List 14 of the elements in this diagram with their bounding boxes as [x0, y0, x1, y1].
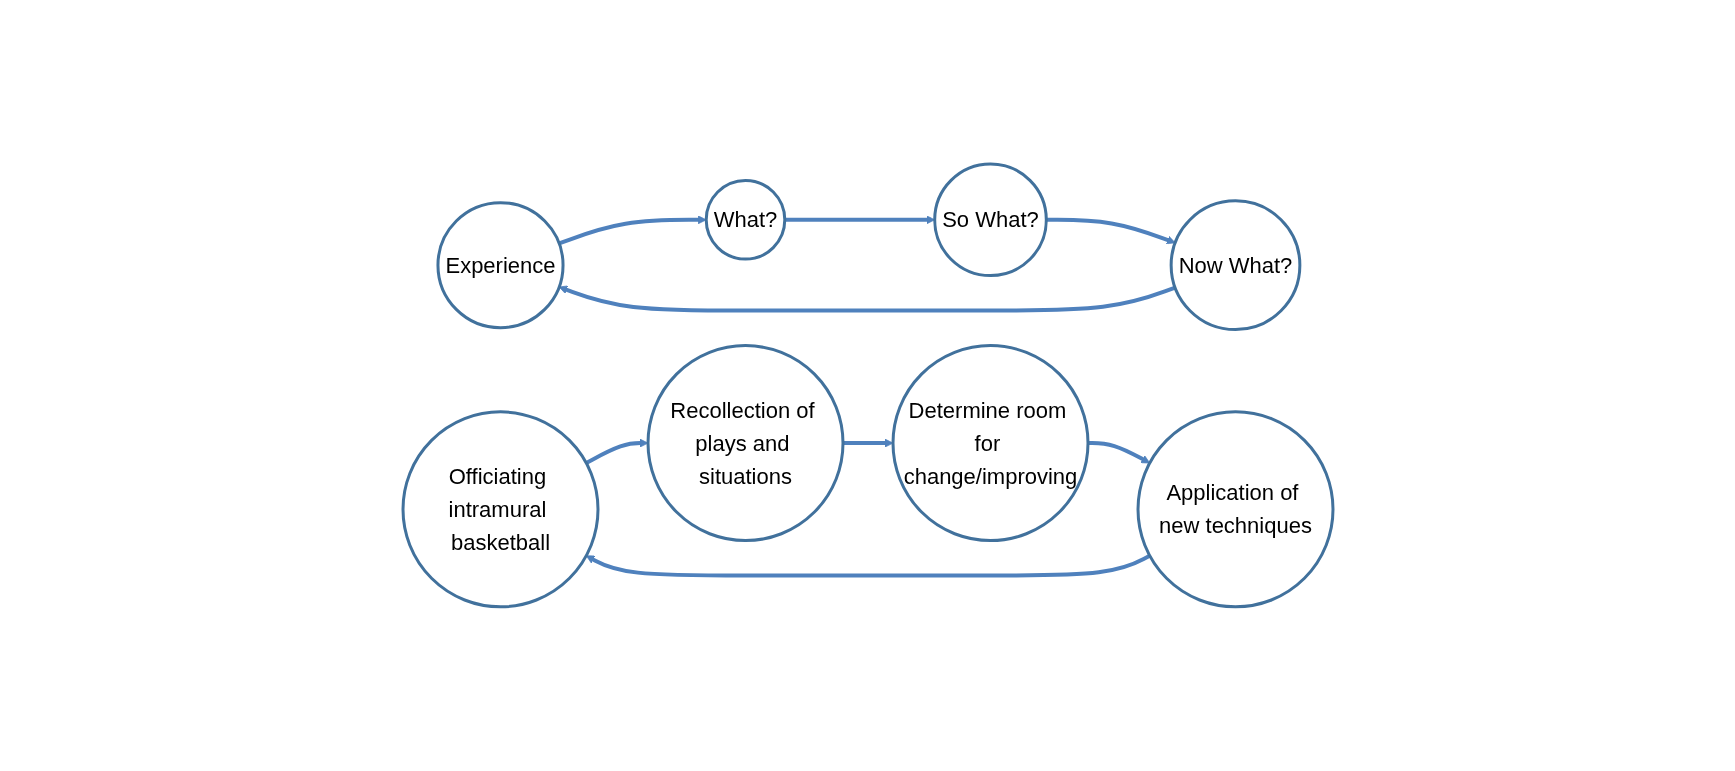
- arrow: [1087, 441, 1150, 464]
- node-circle: So What?: [932, 162, 1048, 278]
- node-circle: Officiating intramural basketball: [401, 410, 599, 609]
- node-circle: What?: [704, 179, 786, 261]
- arrow: [585, 554, 1151, 578]
- node-circle: Determine room for change/improving: [891, 344, 1089, 543]
- node-circle: Experience: [435, 201, 565, 330]
- arrow: [1045, 217, 1176, 245]
- arrow: [784, 215, 935, 225]
- arrow: [842, 438, 893, 448]
- arrow: [558, 285, 1176, 313]
- node-circle: Now What?: [1169, 199, 1301, 332]
- node-circle: Recollection of plays and situations: [646, 344, 844, 543]
- node-circle: Application of new techniques: [1136, 410, 1334, 609]
